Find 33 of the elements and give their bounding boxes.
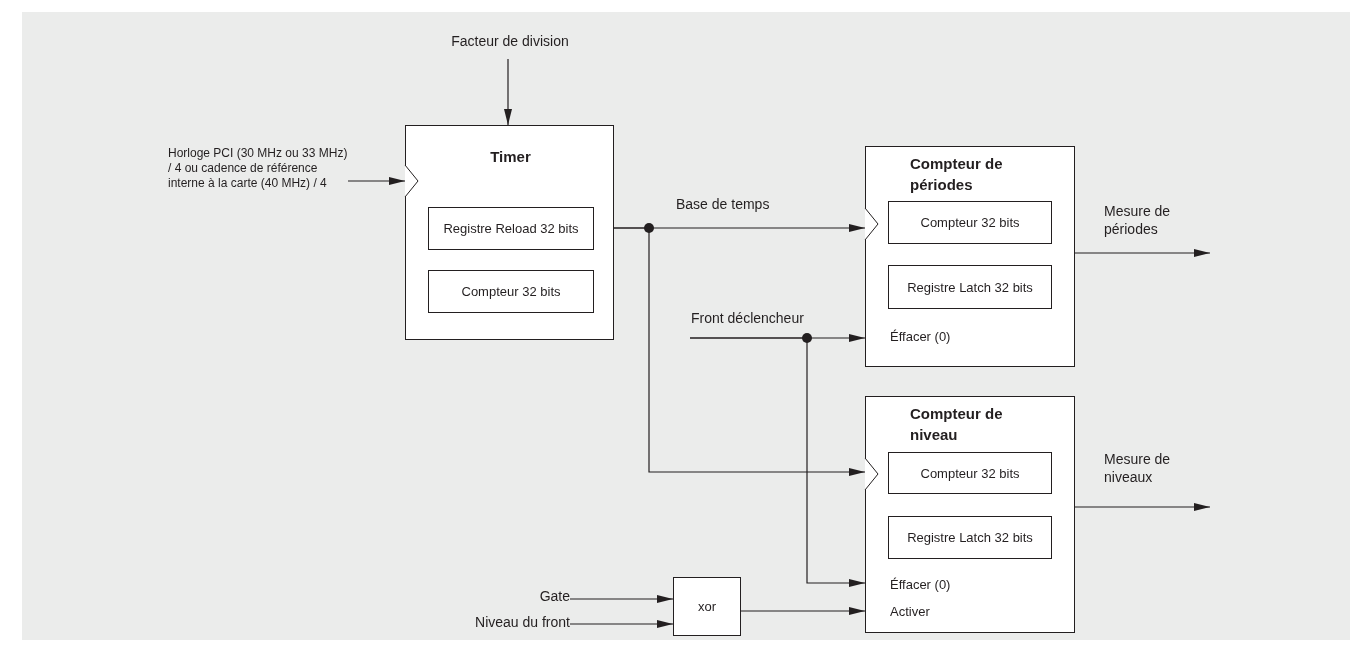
edge-label: Mesure de niveaux xyxy=(1104,451,1172,486)
register-box: Compteur 32 bits xyxy=(888,201,1052,244)
signal-arrow xyxy=(569,595,674,603)
signal-label: Gate xyxy=(470,588,570,608)
edge-label: Base de temps xyxy=(676,196,770,214)
block-title: Timer xyxy=(489,147,532,167)
signal-arrow xyxy=(740,607,866,615)
signal-arrow xyxy=(1074,503,1211,511)
signal-arrow xyxy=(569,620,674,628)
signal-label: Facteur de division xyxy=(440,33,580,59)
signal-arrow xyxy=(1074,249,1211,257)
signal-arrow xyxy=(613,227,866,476)
block-box xyxy=(865,396,1075,633)
register-box: Registre Latch 32 bits xyxy=(888,516,1052,559)
register-box: Registre Latch 32 bits xyxy=(888,265,1052,309)
signal-arrow xyxy=(689,337,866,587)
block-box xyxy=(405,125,614,340)
edge-label: Front déclencheur xyxy=(691,310,804,328)
block-title: Compteur de périodes xyxy=(910,154,1004,195)
register-box: Compteur 32 bits xyxy=(888,452,1052,494)
xor-gate-box: xor xyxy=(673,577,741,636)
signal-arrow xyxy=(347,177,406,185)
edge-label: Mesure de périodes xyxy=(1104,203,1172,238)
port-label: Activer xyxy=(890,604,930,619)
register-box: Registre Reload 32 bits xyxy=(428,207,594,250)
signal-arrow xyxy=(504,58,512,126)
port-label: Éffacer (0) xyxy=(890,577,951,592)
port-label: Éffacer (0) xyxy=(890,329,951,344)
block-title: Compteur de niveau xyxy=(910,404,1004,445)
signal-label: Horloge PCI (30 MHz ou 33 MHz) / 4 ou cadence de référence interne à la carte (40 MHz) / 4 xyxy=(168,146,348,216)
block-box xyxy=(865,146,1075,367)
register-box: Compteur 32 bits xyxy=(428,270,594,313)
signal-label: Niveau du front xyxy=(400,614,570,634)
